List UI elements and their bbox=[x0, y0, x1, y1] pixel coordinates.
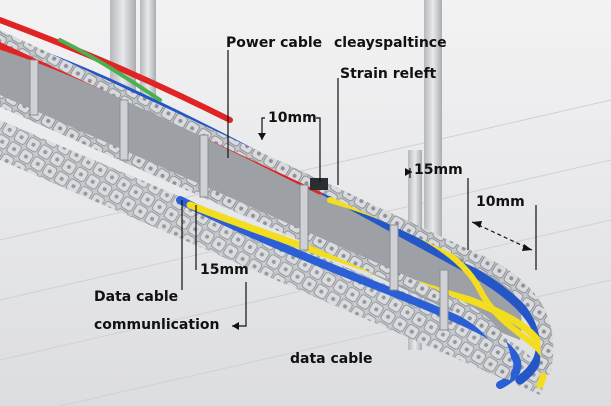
chain-bend-inner bbox=[452, 300, 512, 380]
label-gap-15mm-right: 15mm bbox=[414, 162, 463, 178]
label-gap-10mm-right: 10mm bbox=[476, 194, 525, 210]
lower-chain-run bbox=[0, 120, 544, 395]
annotation-arrowheads bbox=[232, 133, 532, 330]
strain-relief-clamp bbox=[310, 178, 328, 190]
chain-separators bbox=[29, 59, 449, 331]
label-power-cable: Power cable bbox=[226, 35, 323, 51]
power-cable-red-secondary bbox=[0, 17, 233, 123]
label-data-cable: Data cable bbox=[94, 289, 179, 305]
ground-cable-green bbox=[58, 38, 162, 102]
label-communication: communlication bbox=[94, 317, 220, 333]
data-cable-yellow-lower bbox=[186, 201, 549, 389]
label-clearance: cleayspaltince bbox=[334, 35, 447, 51]
annotation-leaders bbox=[181, 50, 537, 327]
label-strain-relief: Strain releft bbox=[340, 66, 437, 82]
label-gap-15mm-left: 15mm bbox=[200, 262, 249, 278]
label-gap-10mm-top: 10mm bbox=[268, 110, 317, 126]
upper-chain-rail-top bbox=[0, 30, 470, 262]
upper-chain-rail-bottom bbox=[0, 95, 460, 312]
chain-bend bbox=[462, 250, 554, 375]
label-data-cable-bottom: data cable bbox=[290, 351, 373, 367]
